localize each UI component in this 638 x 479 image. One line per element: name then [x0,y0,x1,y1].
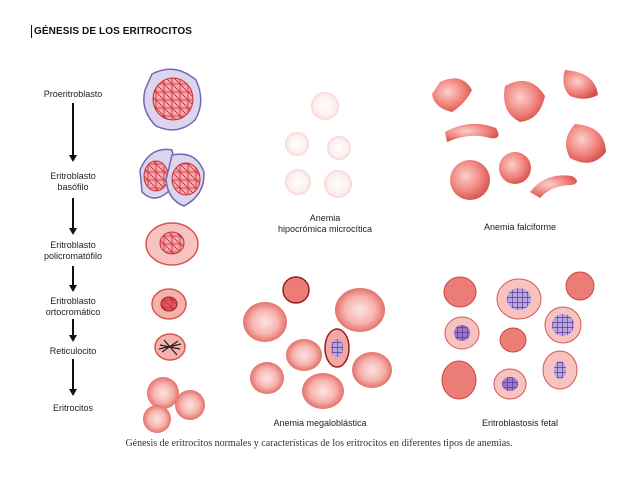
panel-megaloblastic-cells [243,276,392,409]
panel-sickle-cells [432,70,606,200]
stage-label-basophilic: Eritroblasto basófilo [50,171,96,192]
arrow-1-head [69,155,77,162]
panel-fetal-cells [441,271,595,400]
arrow-3-head [69,285,77,292]
cell-basophilic-erythroblast [139,148,205,207]
stage-label-proerythroblast: Proeritroblasto [43,89,103,99]
arrow-5-head [69,389,77,396]
arrow-2-head [69,228,77,235]
figure-title: GÉNESIS DE LOS ERITROCITOS [34,26,192,37]
cell-polychromatophilic-erythroblast [145,222,199,266]
cell-erythrocytes [143,377,205,433]
figure-caption: Génesis de eritrocitos normales y caract… [125,438,513,449]
stage-label-reticulocyte: Reticulocito [49,346,97,356]
cell-reticulocyte [154,333,186,361]
panel-label-hypochromic: Anemia hipocrómica microcítica [277,213,373,234]
arrow-4-line [72,319,74,335]
arrow-5-line [72,359,74,389]
panel-label-sickle: Anemia falciforme [483,222,557,232]
arrow-1-line [72,103,74,155]
stage-label-polychromatophilic: Eritroblasto policromatófilo [43,240,103,261]
arrow-4-head [69,335,77,342]
stage-label-erythrocytes: Eritrocitos [52,403,93,413]
panel-hypochromic-cells [285,92,352,198]
cell-orthochromatic-erythroblast [151,288,187,320]
panel-label-megaloblastic: Anemia megaloblástica [273,418,367,428]
arrow-3-line [72,266,74,285]
panel-label-fetal: Eritroblastosis fetal [481,418,559,428]
arrow-2-line [72,198,74,228]
cell-proerythroblast [143,68,202,131]
cursor-mark [31,25,32,38]
stage-label-orthochromatic: Eritroblasto ortocromático [45,296,101,317]
